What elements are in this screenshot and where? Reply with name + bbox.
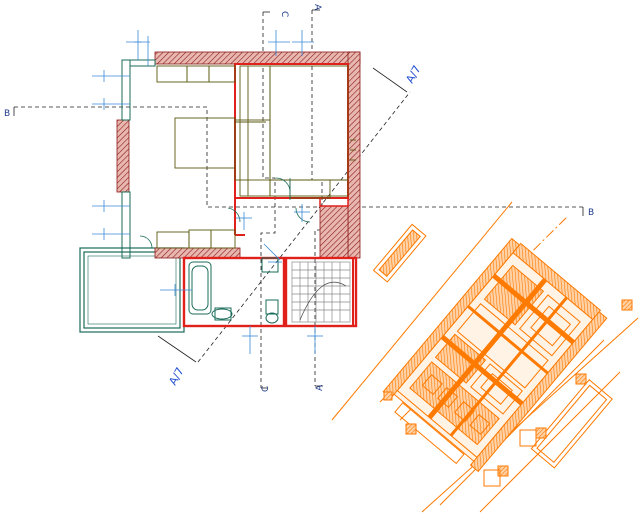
- door-swings: [139, 177, 311, 249]
- section-label-a7-top: A/7: [403, 63, 423, 85]
- section-line-b: [14, 106, 583, 208]
- section-line-a: [311, 10, 323, 386]
- section-line-c: [260, 12, 276, 388]
- bathroom-fixtures: [188, 257, 279, 324]
- section-label-a-top: A: [312, 4, 322, 11]
- section-label-b-right: B: [588, 208, 594, 218]
- section-line-a7: [197, 91, 411, 363]
- orange-3d-view: [331, 201, 639, 513]
- section-label-c-bottom: C: [261, 386, 271, 392]
- bathtub: [188, 261, 212, 315]
- staircase: [291, 261, 351, 323]
- section-label-a7-bottom: A/7: [166, 365, 186, 387]
- section-label-b-left: B: [4, 109, 10, 119]
- section-label-a-bottom: A: [315, 384, 325, 391]
- section-lines: [13, 9, 584, 389]
- section-label-c-top: C: [279, 11, 289, 17]
- walls: [116, 51, 361, 328]
- elevation-markers: [92, 30, 323, 354]
- toilet: [265, 299, 279, 315]
- sink: [211, 308, 233, 320]
